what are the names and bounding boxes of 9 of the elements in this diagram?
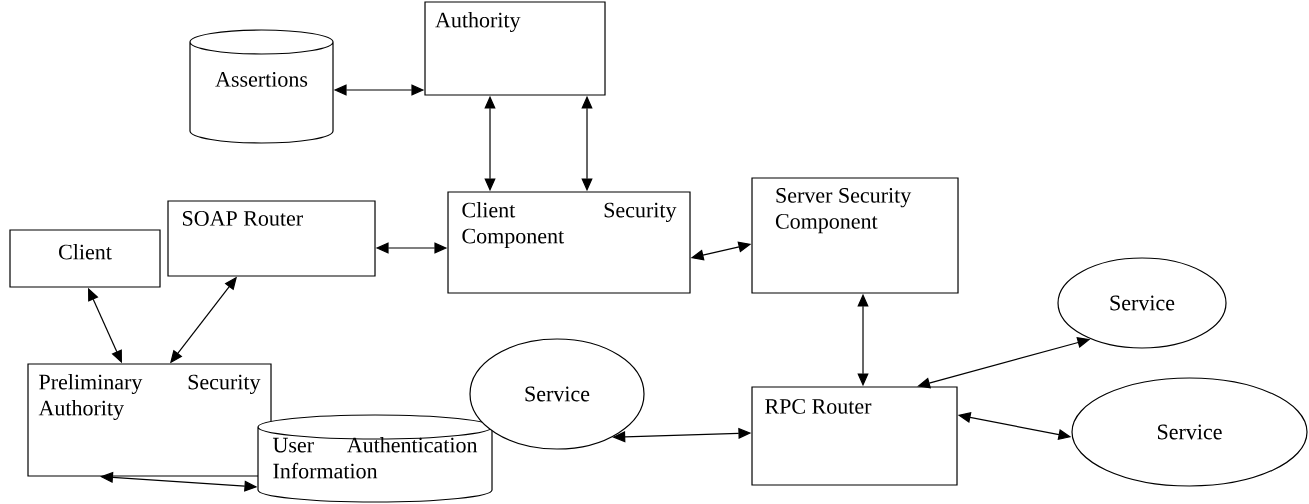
database-cylinder: Assertions: [189, 29, 334, 144]
database-cylinder: User Authentication Information: [257, 414, 493, 503]
process-box: Client: [9, 229, 161, 288]
process-box: Client Security Component: [447, 191, 691, 294]
process-box: Authority: [424, 1, 606, 96]
process-box: Preliminary Security Authority: [27, 363, 272, 477]
process-box: RPC Router: [751, 386, 958, 486]
process-box: Server Security Component: [751, 177, 959, 294]
process-box: SOAP Router: [167, 200, 376, 277]
